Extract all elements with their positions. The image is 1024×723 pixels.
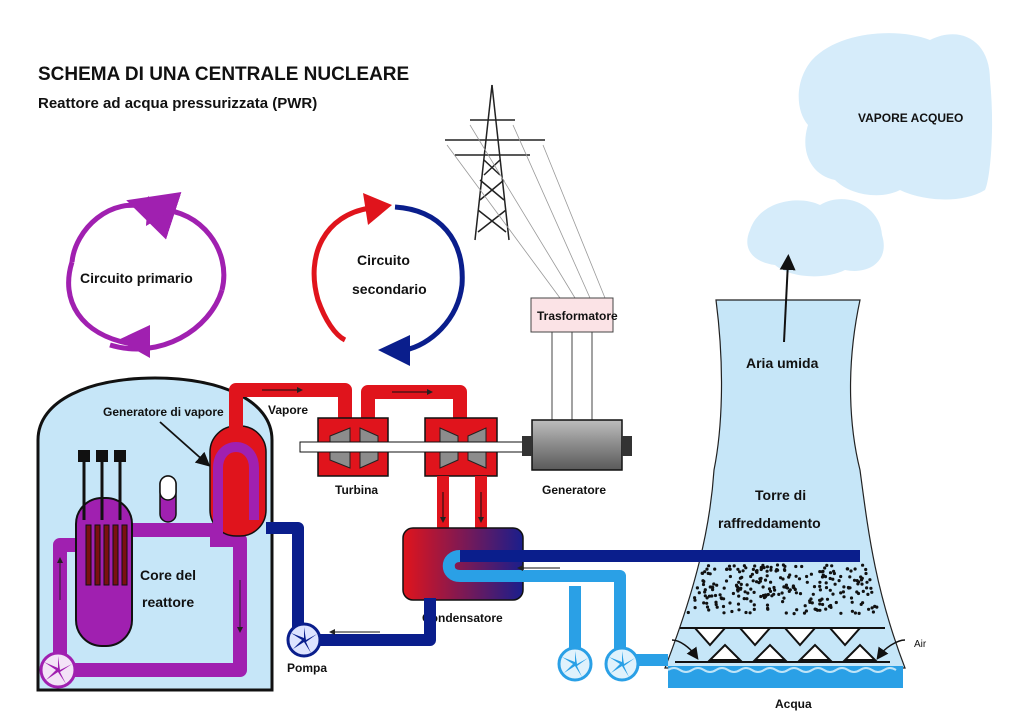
cooling-pump-icon-2	[604, 646, 640, 682]
water-droplets	[686, 563, 879, 616]
primary-arrowhead-top	[146, 196, 168, 226]
steam-label: Vapore	[268, 403, 308, 417]
secondary-arrowhead-bottom	[378, 335, 410, 366]
reactor-core-label-1: Core del	[140, 567, 196, 583]
diagram-title: SCHEMA DI UNA CENTRALE NUCLEARE	[38, 64, 409, 85]
power-lines	[446, 124, 606, 299]
turbine-label: Turbina	[335, 483, 378, 497]
secondary-arrowhead-top	[363, 193, 392, 225]
pump-label: Pompa	[287, 661, 327, 675]
cooling-tower	[664, 299, 906, 669]
power-pylon-icon	[445, 84, 545, 241]
primary-pump-icon	[39, 651, 77, 689]
water-basin	[668, 666, 903, 688]
humid-air-label: Aria umida	[746, 355, 819, 371]
electric-generator	[531, 419, 623, 471]
condenser-label: Condensatore	[422, 611, 503, 625]
reactor-core-label-2: reattore	[142, 594, 194, 610]
air-inlet-arrow-left	[671, 639, 699, 660]
tower-label-2: raffreddamento	[718, 515, 821, 531]
control-rods	[82, 462, 122, 520]
primary-arrowhead-bottom	[118, 325, 150, 358]
water-waves	[667, 667, 897, 673]
feedwater-pump-icon	[286, 622, 322, 658]
water-label: Acqua	[775, 697, 812, 711]
generator-label: Generatore	[542, 483, 606, 497]
fuel-rods	[85, 524, 128, 586]
transformer-label: Trasformatore	[537, 309, 618, 323]
pressurizer-steam-space	[159, 475, 177, 501]
generator-end-cap-right	[622, 436, 632, 456]
primary-circuit-cycle-icon	[66, 191, 227, 352]
control-rod-heads	[78, 450, 126, 462]
exhaust-flow-arrows	[440, 492, 484, 523]
cooling-pump-icon-1	[557, 646, 593, 682]
turbine-exhaust-pipes	[437, 476, 487, 535]
feedwater-pipe	[266, 522, 436, 646]
generator-end-cap-left	[522, 436, 532, 456]
air-inlet-arrow-right	[876, 639, 906, 660]
secondary-circuit-cycle-icon	[311, 204, 465, 353]
steam-clouds	[747, 33, 993, 277]
tower-label-1: Torre di	[755, 487, 806, 503]
tower-fill-packing	[675, 627, 890, 663]
steam-generator-tubes	[213, 442, 259, 540]
water-vapor-label: VAPORE ACQUEO	[858, 111, 963, 125]
secondary-circuit-label-1: Circuito	[357, 252, 410, 268]
humid-air-arrow	[779, 254, 796, 343]
primary-circuit-label: Circuito primario	[80, 270, 193, 286]
condenser	[402, 527, 524, 601]
diagram-subtitle: Reattore ad acqua pressurizzata (PWR)	[38, 95, 317, 112]
steam-generator-pointer	[159, 421, 211, 467]
secondary-circuit-label-2: secondario	[352, 281, 427, 297]
transformer-wires	[551, 332, 593, 420]
air-label: Air	[914, 639, 927, 650]
steam-generator-label: Generatore di vapore	[103, 405, 224, 419]
